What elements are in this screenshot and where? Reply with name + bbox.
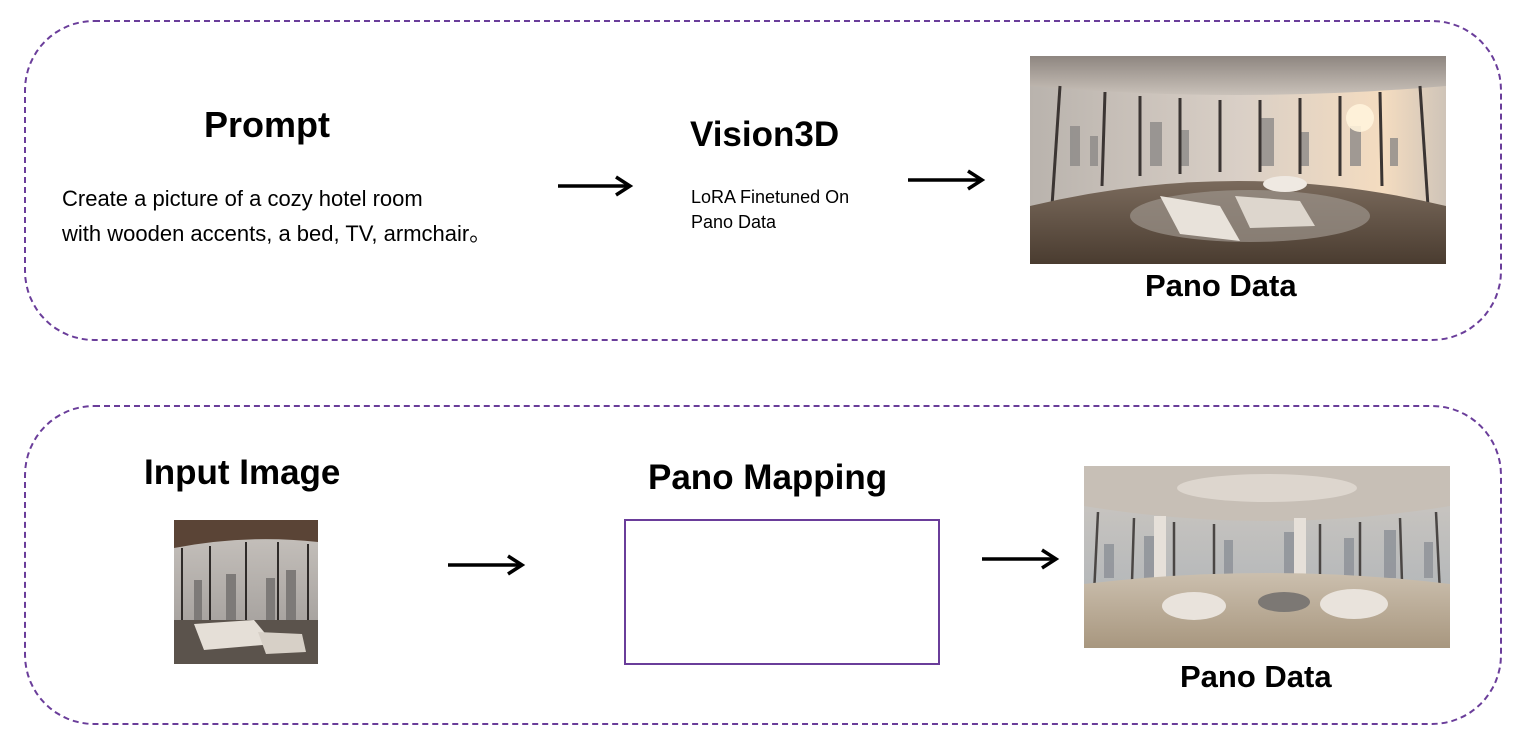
pano-mapping-title: Pano Mapping: [648, 458, 888, 497]
model-title: Vision3D: [690, 115, 840, 154]
output-label-bottom: Pano Data: [1180, 659, 1332, 694]
arrow-mapping-to-output: [982, 548, 1060, 570]
output-label-top: Pano Data: [1145, 268, 1297, 303]
top-panel-frame: [24, 20, 1502, 341]
model-note-line-1: LoRA Finetuned On: [691, 187, 850, 207]
input-image-title: Input Image: [144, 453, 341, 492]
panorama-output-image-bottom: [1084, 466, 1450, 648]
panorama-output-image-top: [1030, 56, 1446, 264]
prompt-title: Prompt: [204, 104, 330, 145]
pano-mapping-box: [624, 519, 940, 665]
arrow-input-to-mapping: [448, 554, 526, 576]
arrow-model-to-output: [908, 169, 986, 191]
model-note-line-2: Pano Data: [691, 212, 777, 232]
prompt-text-line-2: with wooden accents, a bed, TV, armchair…: [62, 221, 492, 246]
arrow-prompt-to-model: [558, 175, 634, 197]
input-room-image: [174, 520, 318, 664]
bottom-panel-frame: [24, 405, 1502, 725]
prompt-text-line-1: Create a picture of a cozy hotel room: [62, 186, 423, 211]
